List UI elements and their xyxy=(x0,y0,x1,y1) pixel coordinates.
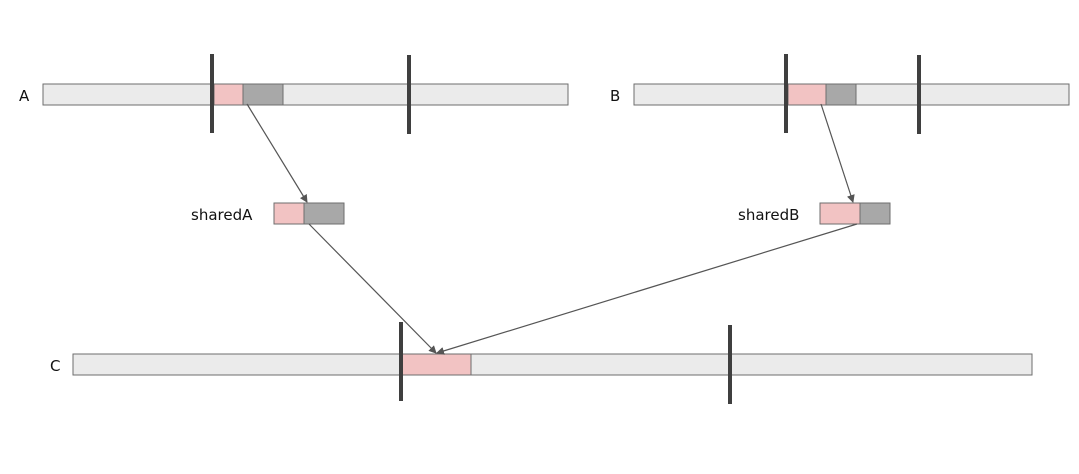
shared-b-pink-segment xyxy=(819,202,861,225)
array-a-track xyxy=(42,83,569,106)
arrow-a-to-shared-a xyxy=(246,103,308,203)
shared-b-buffer: sharedB xyxy=(738,202,891,225)
array-b-label: B xyxy=(610,87,620,105)
array-c-track xyxy=(72,353,1033,376)
array-a-shared-segment xyxy=(213,83,244,106)
array-a-label: A xyxy=(19,87,30,105)
arrow-shared-a-to-c xyxy=(308,223,437,354)
array-b-extra-segment xyxy=(825,83,857,106)
arrow-shared-b-to-c xyxy=(436,223,858,355)
array-c: C xyxy=(50,322,1033,404)
shared-a-pink-segment xyxy=(273,202,305,225)
array-b: B xyxy=(610,54,1070,134)
array-a: A xyxy=(19,54,569,134)
shared-a-gray-segment xyxy=(303,202,345,225)
shared-b-label: sharedB xyxy=(738,206,799,224)
shared-b-gray-segment xyxy=(859,202,891,225)
array-c-shared-segment xyxy=(401,353,472,376)
arrow-b-to-shared-b xyxy=(820,103,855,203)
shared-a-label: sharedA xyxy=(191,206,253,224)
array-c-label: C xyxy=(50,357,60,375)
shared-a-buffer: sharedA xyxy=(191,202,345,225)
array-b-shared-segment xyxy=(787,83,827,106)
array-a-extra-segment xyxy=(242,83,284,106)
